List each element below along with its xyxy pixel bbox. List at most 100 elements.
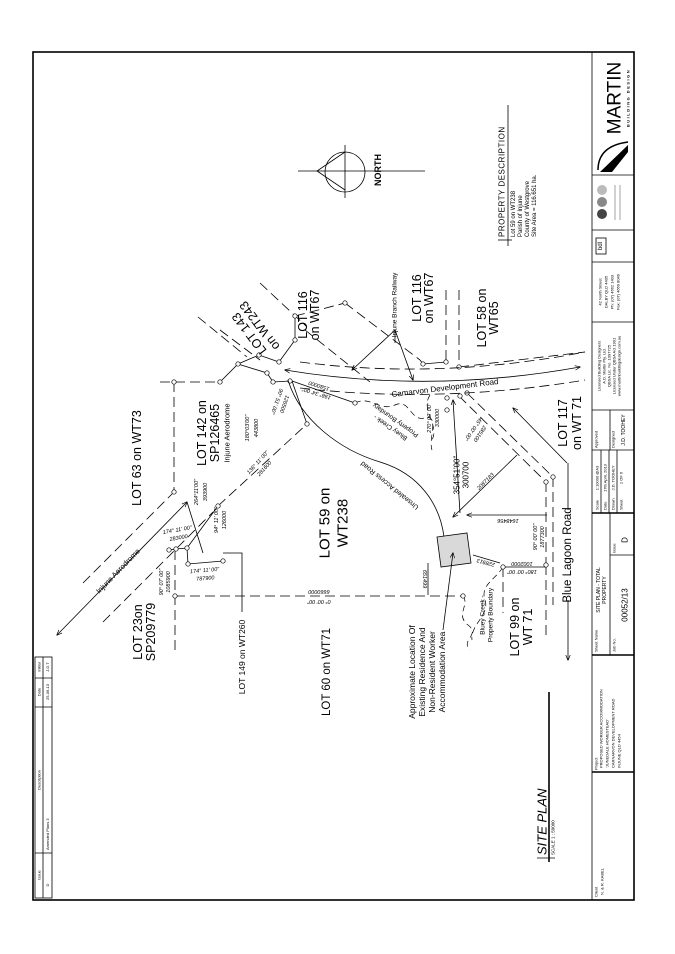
issue-label: Issue: [612, 543, 617, 553]
camarvon-development-road: [285, 351, 586, 395]
brand-subtitle: BUILDING DESIGN: [626, 69, 631, 127]
dimension-label: 180° 00' 00": [506, 568, 537, 574]
drawing-frame: [32, 51, 635, 901]
client-value: N. & R. KABEL: [600, 867, 605, 895]
rev-header-date: Date: [37, 687, 42, 696]
dimension-label: 174° 11' 00": [162, 525, 193, 536]
licensed-line: Licensed Under QBSA Act 1991: [612, 337, 617, 394]
property-description-line: County of Westgrove: [525, 180, 531, 237]
residence-label: Existing Residence And: [417, 627, 427, 717]
approved-label: Approved: [594, 431, 599, 448]
residence-label: Approximate Location Of: [407, 625, 417, 719]
property-description: PROPERTY DESCRIPTION Lot 59 on WT238 Par…: [498, 105, 538, 246]
residence-leader: [442, 553, 453, 631]
dimension-label: 1648456: [496, 517, 518, 523]
lot-label: LOT 63 on WT73: [130, 410, 144, 506]
lot-label: LOT 117: [556, 399, 570, 447]
lot-label: LOT 149 on WT260: [237, 619, 247, 694]
scale-label: Scale: [595, 499, 600, 510]
residence-area: [436, 532, 472, 568]
licensed-line: Licensed Building Designers: [597, 341, 602, 391]
property-description-heading: PROPERTY DESCRIPTION: [498, 126, 507, 237]
lot-label: LOT 60 on WT71: [321, 628, 333, 716]
site-plan-title: SITE PLAN SCALE 1 : 50000: [535, 692, 556, 862]
dimension-label: 6660000: [307, 588, 329, 594]
lot-label: LOT 23on: [131, 604, 145, 659]
dimension-pair: 198° 34' 00"1580000: [301, 378, 334, 400]
drawn-label: Drawn: [611, 498, 616, 510]
licensed-line: QBSA Lic. No. 1097725: [607, 344, 612, 387]
project-line: INJUNE QLD 4454: [617, 733, 622, 768]
camarvon-road-label: Camarvon Development Road: [391, 377, 499, 399]
dimension-label: 90° 07' 00": [159, 568, 165, 596]
accreditation-logos-icon: [597, 185, 621, 220]
lot-143-label: LOT 143on WT243: [226, 298, 282, 360]
dimension-pair: 45° 00' 00"285100: [462, 416, 489, 447]
dimension-line: [186, 501, 204, 554]
sheet-name-value: PROPERTY: [602, 576, 608, 604]
property-description-line: Site Area = 116.651 ha.: [532, 174, 538, 237]
rev-initial: J.D.T: [45, 662, 50, 672]
aerodrome-label: Injune Aerodrome: [94, 547, 142, 596]
lot-label: SP209779: [144, 603, 158, 661]
lot-label: LOT 142 on: [195, 400, 209, 466]
bdl-logo-icon: [595, 237, 607, 255]
dimension-label: 393900: [203, 482, 209, 501]
dimension-line: [472, 554, 501, 564]
blue-lagoon-road-label: Blue Lagoon Road: [562, 507, 574, 602]
north-label: NORTH: [373, 154, 383, 186]
job-label: Job No.: [612, 638, 617, 652]
dimension-label: 228913: [475, 556, 496, 567]
scale-value: 1:10000 @A3: [595, 465, 600, 490]
project-label: Project: [594, 757, 599, 770]
client-label: Client: [594, 886, 599, 897]
blue-lagoon-road: [513, 408, 568, 660]
north-arrow-icon: [298, 145, 425, 198]
project-line: CARNARVON DEVELOPMENT ROAD: [611, 698, 616, 768]
property-description-line: Parish of Injune: [518, 195, 524, 237]
rev-header-issue: Issue: [37, 869, 42, 879]
issue-value: D: [621, 537, 630, 543]
lot-label: Injune Aerodrome: [223, 403, 232, 462]
lot-label: LOT 116: [296, 291, 310, 339]
lot-label: LOT 99 on: [508, 598, 522, 657]
designed-label: Designed: [611, 431, 616, 448]
dimension-label: 264°11'00": [194, 478, 200, 506]
address-line: 42 North Street: [598, 278, 603, 306]
rev-header-description: Description: [37, 770, 42, 790]
date-label: Date: [603, 501, 608, 510]
project-line: PROPOSED WORKER ACCOMMODATION: [599, 689, 604, 768]
date-value: 17th April, 2013: [603, 463, 608, 492]
lot-label: WT238: [335, 499, 352, 547]
access-road: [287, 379, 445, 538]
creek-label: Bluey Creek -: [480, 595, 487, 634]
dimension-pair: 136° 11' 00"281600: [246, 449, 277, 482]
brand-m-logo-icon: [597, 141, 629, 172]
dimension-pair: 174° 11' 00"283000: [162, 525, 194, 544]
sheet-value: 1 OF 6: [619, 471, 624, 484]
dimension-label: 94° 11' 00": [214, 506, 220, 533]
dimension-label: 1877300: [540, 525, 546, 547]
revision-table: Issue Description Date Initial D Amended…: [34, 656, 53, 899]
lot-label: on WT67: [308, 290, 322, 341]
licensed-line: A.D. Martin Pty. Ltd.: [602, 348, 607, 384]
sheet-name-value: SITE PLAN - TOTAL: [596, 567, 602, 613]
creek-boundary: [354, 394, 504, 651]
dimension-label: 330000: [435, 408, 441, 427]
dimension-label: 1002000: [510, 560, 532, 566]
title-block: MARTIN BUILDING DESIGN bdl 42 North Stre…: [591, 51, 635, 901]
project-line: 'JUNEDALE HOMESTEAD': [605, 719, 610, 768]
designed-value: J.D. TOOHEY: [621, 414, 627, 446]
sheet-label: Sheet: [619, 499, 624, 510]
dimension-pair: 90° 51' 00"126500: [269, 388, 292, 419]
dimension-label: 174° 11' 00": [190, 567, 221, 576]
railway-leader: [352, 329, 413, 380]
property-description-line: Lot 59 on WT238: [511, 190, 517, 237]
dimension-label: 0° 00' 00": [306, 598, 331, 604]
lot-label: SP126465: [208, 404, 222, 462]
dimension-label: 126000: [222, 510, 228, 529]
rev-description: Amended Plans 3: [45, 818, 50, 850]
lot-label: WT65: [487, 301, 501, 334]
rev-header-initial: Initial: [37, 662, 42, 671]
